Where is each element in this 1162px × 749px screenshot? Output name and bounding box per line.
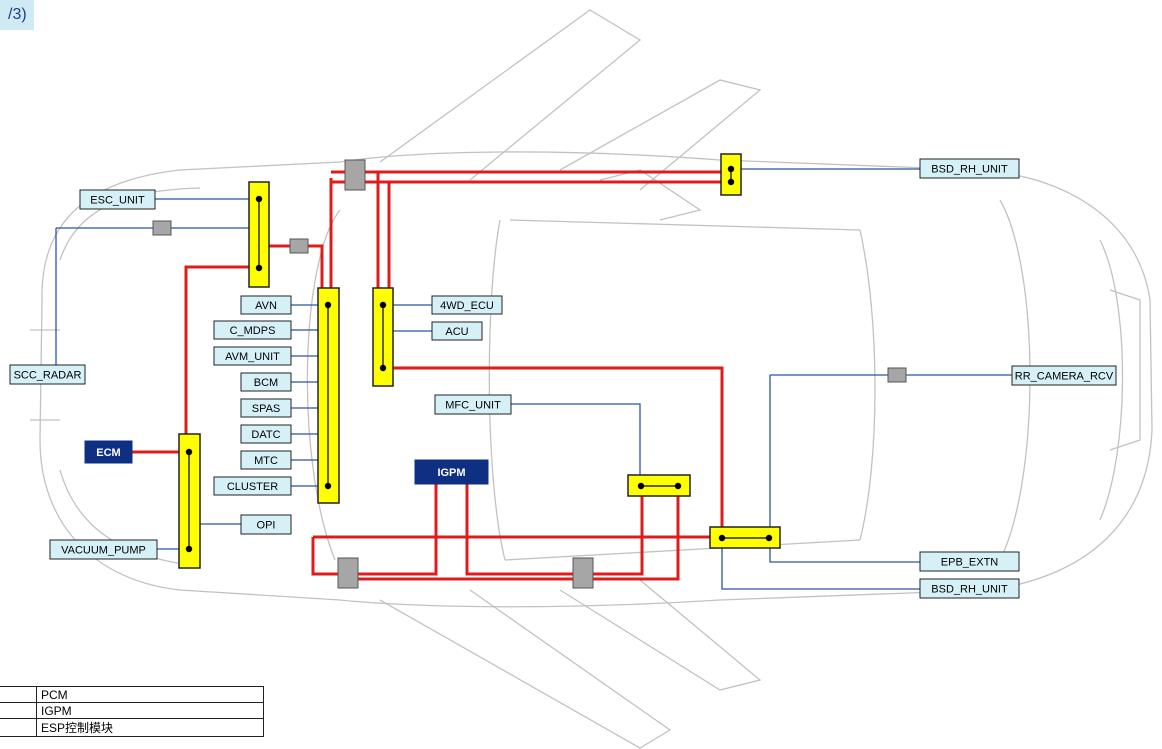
svg-text:4WD_ECU: 4WD_ECU <box>440 300 494 312</box>
svg-text:BSD_RH_UNIT: BSD_RH_UNIT <box>931 584 1008 596</box>
svg-text:AVN: AVN <box>255 300 277 312</box>
module-igpm: IGPM <box>414 459 489 485</box>
svg-text:DATC: DATC <box>251 429 280 441</box>
svg-text:EPB_EXTN: EPB_EXTN <box>941 557 999 569</box>
connector-top <box>344 159 366 191</box>
can-bus-lines <box>132 170 727 581</box>
module-esc-unit: ESC_UNIT <box>79 189 156 210</box>
module-epb-extn: EPB_EXTN <box>919 551 1020 572</box>
connector-upper <box>289 238 309 254</box>
module-bsd-rh-unit-bottom: BSD_RH_UNIT <box>919 578 1020 599</box>
legend-row: PCM <box>0 686 264 703</box>
svg-text:SCC_RADAR: SCC_RADAR <box>14 370 82 382</box>
module-4wd-ecu: 4WD_ECU <box>431 295 503 315</box>
svg-text:IGPM: IGPM <box>437 467 465 479</box>
legend-row: ESP控制模块 <box>0 718 264 737</box>
legend-pcm: PCM <box>36 686 264 703</box>
svg-text:CLUSTER: CLUSTER <box>227 481 278 493</box>
connector-left-bottom <box>337 557 359 589</box>
svg-text:ECM: ECM <box>96 447 120 459</box>
legend-row: IGPM <box>0 702 264 719</box>
legend-esp: ESP控制模块 <box>36 718 264 737</box>
svg-text:AVM_UNIT: AVM_UNIT <box>225 351 280 363</box>
corner-label: /3) <box>0 0 34 30</box>
connector-middle-bottom <box>572 557 594 589</box>
svg-text:BCM: BCM <box>254 377 278 389</box>
module-avm-unit: AVM_UNIT <box>213 346 292 366</box>
legend-igpm: IGPM <box>36 702 264 719</box>
svg-text:BSD_RH_UNIT: BSD_RH_UNIT <box>931 164 1008 176</box>
module-cluster: CLUSTER <box>213 476 292 496</box>
module-vacuum-pump: VACUUM_PUMP <box>49 539 158 560</box>
svg-text:C_MDPS: C_MDPS <box>230 325 276 337</box>
junction-blocks <box>178 153 781 569</box>
legend-table: PCM IGPM ESP控制模块 <box>0 686 264 737</box>
module-rr-camera-rcv: RR_CAMERA_RCV <box>1011 365 1117 386</box>
module-spas: SPAS <box>240 398 292 418</box>
module-ecm: ECM <box>84 440 133 464</box>
module-mfc-unit: MFC_UNIT <box>434 394 512 415</box>
svg-text:SPAS: SPAS <box>252 403 281 415</box>
svg-text:ACU: ACU <box>445 326 468 338</box>
svg-text:VACUUM_PUMP: VACUUM_PUMP <box>61 545 146 557</box>
svg-text:MFC_UNIT: MFC_UNIT <box>445 400 501 412</box>
module-acu: ACU <box>431 321 483 341</box>
svg-text:RR_CAMERA_RCV: RR_CAMERA_RCV <box>1015 371 1114 383</box>
connector-esc <box>152 220 172 236</box>
inline-connectors <box>152 159 907 589</box>
module-scc-radar: SCC_RADAR <box>9 364 86 385</box>
module-datc: DATC <box>240 424 292 444</box>
svg-text:OPI: OPI <box>257 520 276 532</box>
module-opi: OPI <box>240 514 292 535</box>
svg-text:MTC: MTC <box>254 455 278 467</box>
module-mtc: MTC <box>240 450 292 470</box>
svg-text:ESC_UNIT: ESC_UNIT <box>90 195 145 207</box>
car-outline <box>30 9 1153 749</box>
module-c-mdps: C_MDPS <box>213 320 292 340</box>
connector-rear <box>887 367 907 383</box>
module-bsd-rh-unit-top: BSD_RH_UNIT <box>919 158 1020 179</box>
module-avn: AVN <box>240 295 292 315</box>
module-bcm: BCM <box>240 372 292 392</box>
